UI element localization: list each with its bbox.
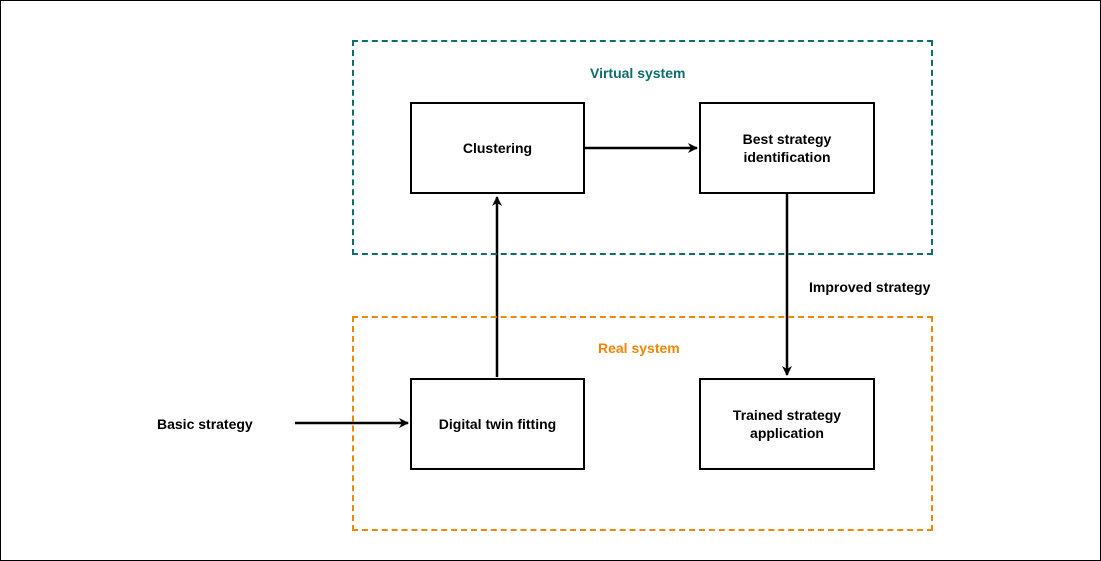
real-system-group <box>352 316 933 531</box>
improved-strategy-label: Improved strategy <box>809 279 931 295</box>
best-strategy-identification-node: Best strategy identification <box>699 102 875 194</box>
basic-strategy-label: Basic strategy <box>157 416 253 432</box>
digital-twin-fitting-node: Digital twin fitting <box>410 378 585 470</box>
trained-strategy-application-node: Trained strategy application <box>699 378 875 470</box>
virtual-system-group <box>352 40 933 255</box>
virtual-system-label: Virtual system <box>590 65 686 81</box>
real-system-label: Real system <box>598 340 680 356</box>
clustering-node: Clustering <box>410 102 585 194</box>
